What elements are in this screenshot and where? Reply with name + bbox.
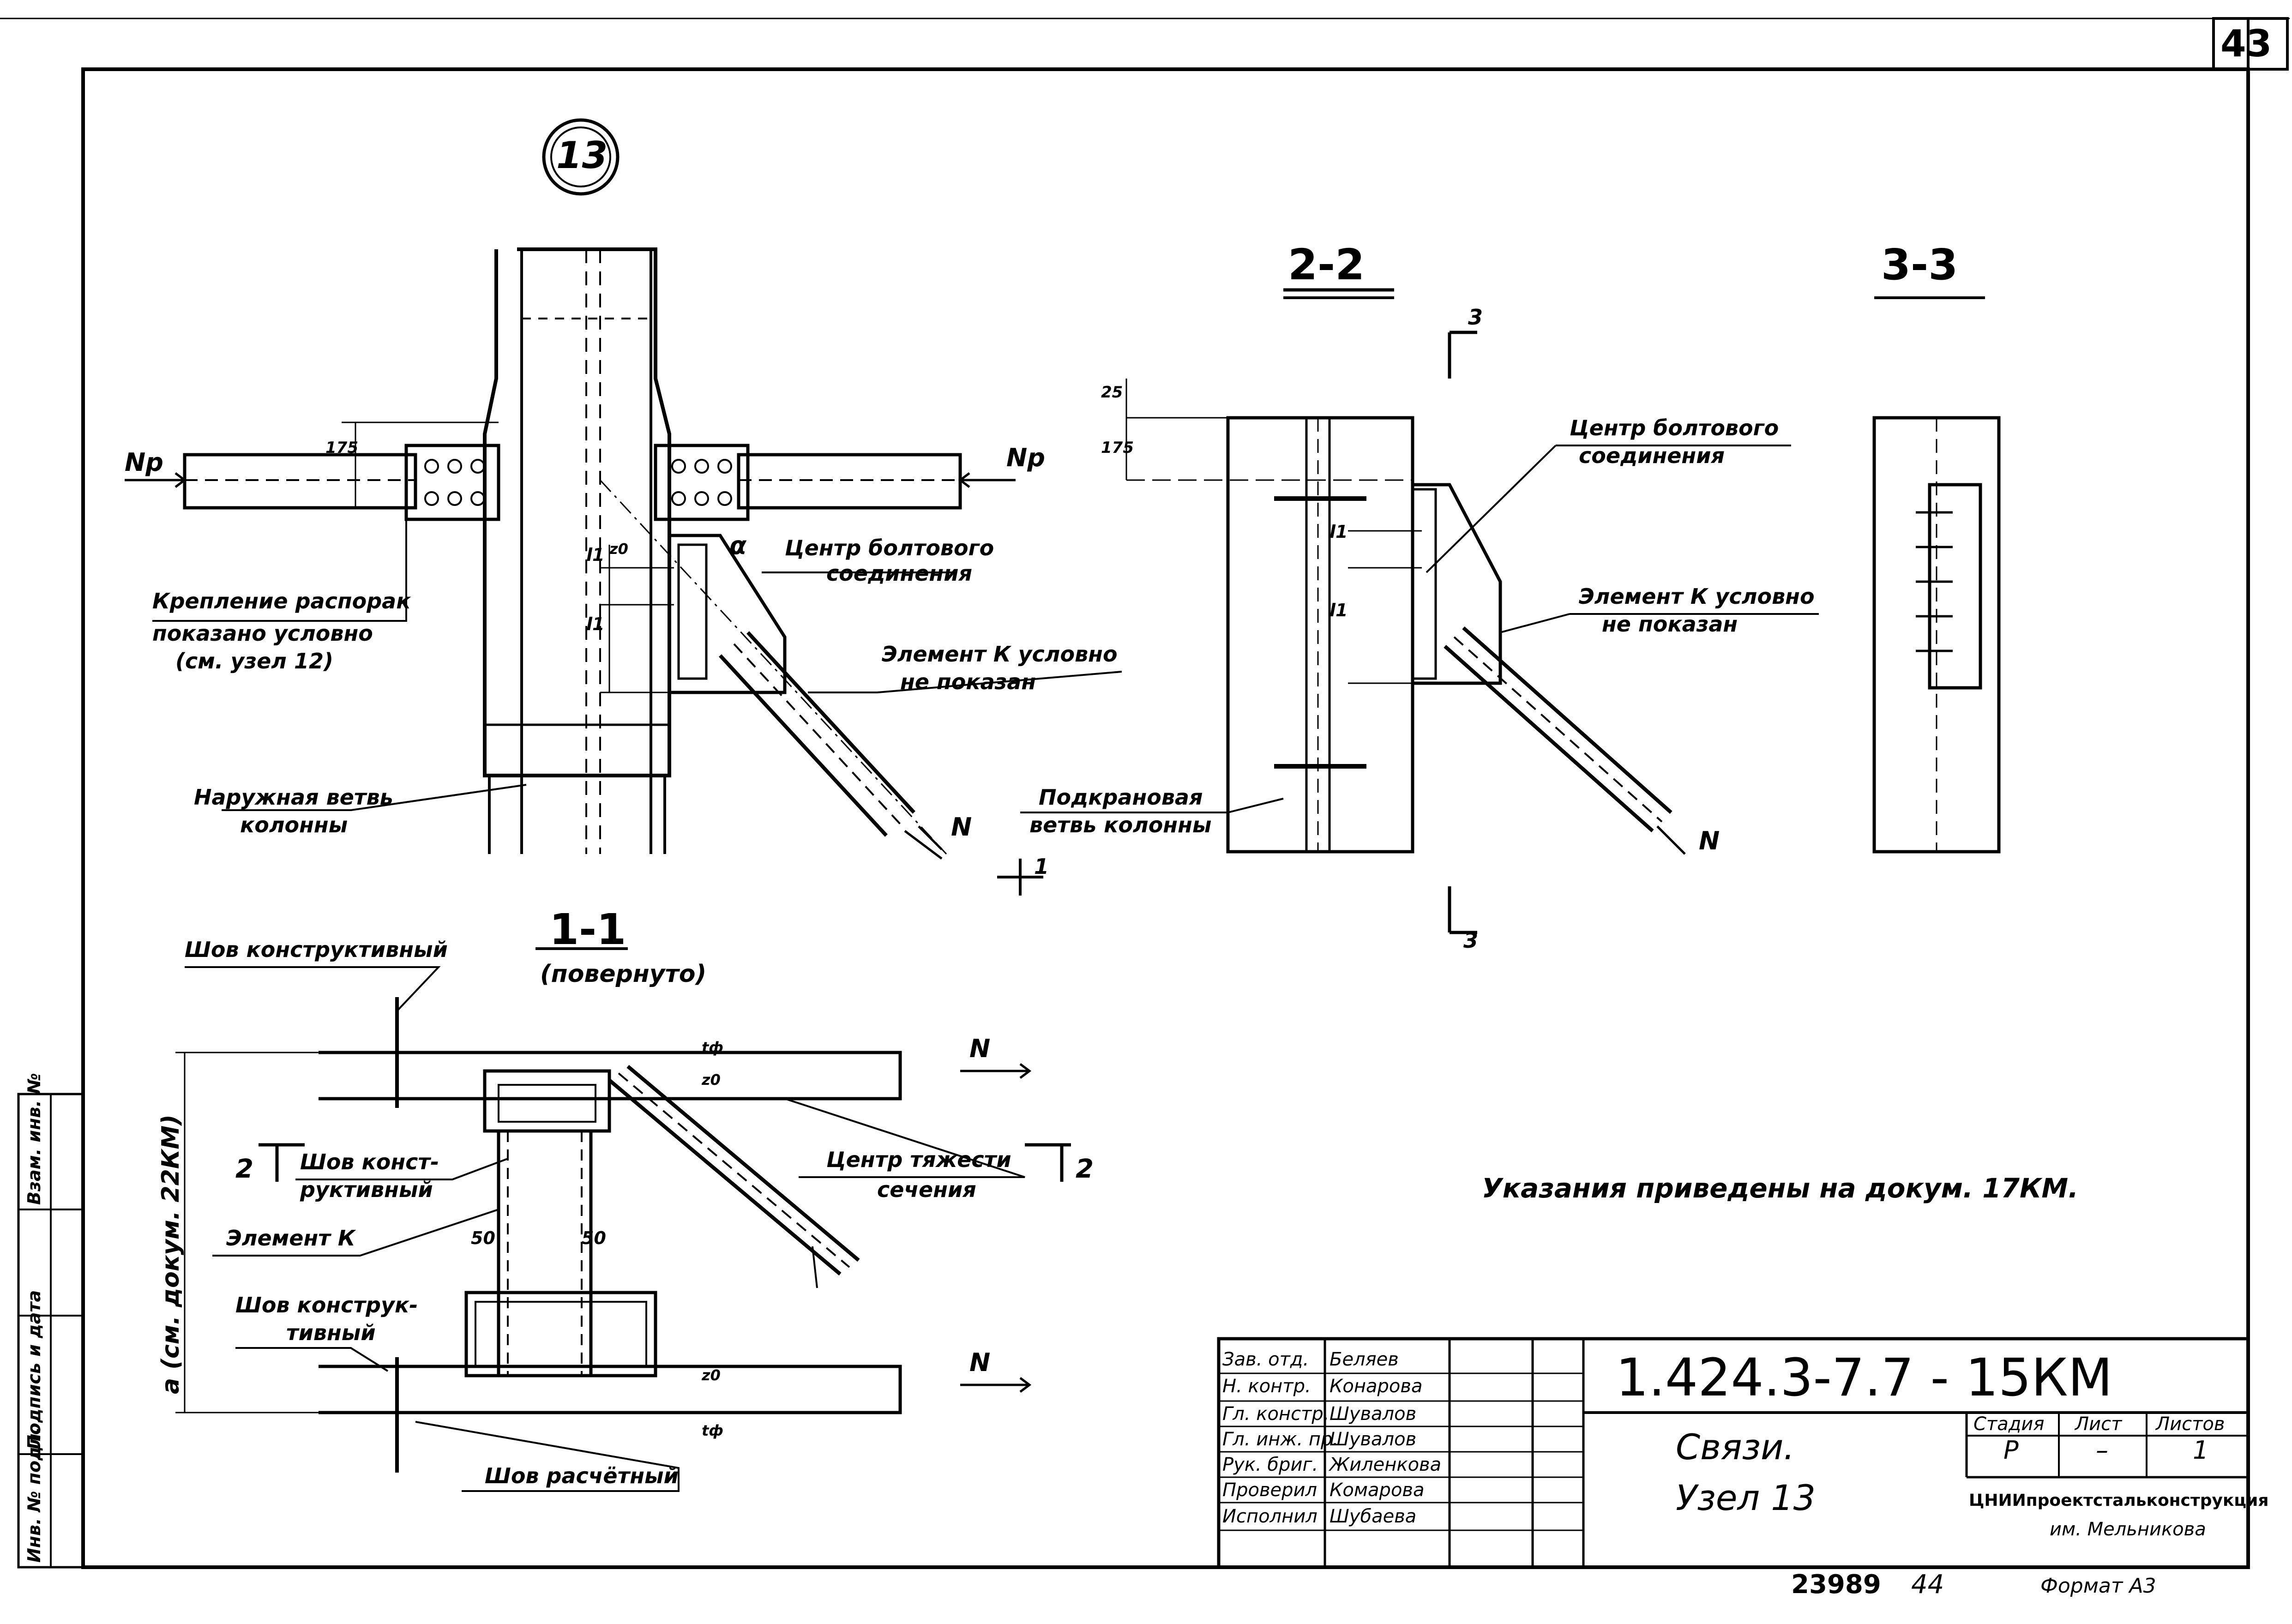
sheet-number-box <box>2212 17 2289 71</box>
dim-z0-a: z0 <box>702 1071 721 1089</box>
tb-name-1: Беляев <box>1329 1349 1399 1370</box>
dim-25: 25 <box>1101 383 1123 402</box>
side-sign-date: Подпись и дата <box>24 1290 44 1450</box>
tb-role-3: Гл. констр. <box>1222 1403 1329 1425</box>
label-fastening-3: (см. узел 12) <box>175 649 334 674</box>
tb-role-4: Гл. инж. пр. <box>1222 1429 1339 1450</box>
format-label: Формат А3 <box>2040 1574 2156 1598</box>
label-element-k-2b: не показан <box>1602 612 1738 637</box>
node-number: 13 <box>556 134 608 177</box>
label-weld-constr-3b: тивный <box>286 1320 376 1345</box>
label-bolt-center-2b: соединения <box>1579 443 1725 468</box>
sheet-header: Лист <box>2075 1413 2122 1435</box>
n-label-11-bottom: N <box>969 1348 991 1377</box>
label-element-k-1b: не показан <box>900 669 1036 694</box>
label-element-k: Элемент К <box>226 1226 355 1251</box>
dim-l1-b: l1 <box>586 614 605 634</box>
label-weld-calc: Шов расчётный <box>485 1463 679 1488</box>
label-gravity-center-2: сечения <box>877 1177 976 1202</box>
marker-1: 1 <box>1034 854 1049 879</box>
label-bolt-center-1: Центр болтового <box>785 535 994 560</box>
doc-title-1: Связи. <box>1676 1426 1795 1468</box>
stage-header: Стадия <box>1973 1413 2045 1435</box>
n-label-main: N <box>951 812 972 842</box>
instructions-note: Указания приведены на докум. 17КМ. <box>1482 1173 2079 1204</box>
section-1-1-note: (повернуто) <box>540 960 707 988</box>
doc-title-2: Узел 13 <box>1676 1477 1816 1518</box>
dim-l1-c: l1 <box>1329 522 1348 542</box>
tb-name-5: Жиленкова <box>1329 1454 1442 1475</box>
n-label-11-top: N <box>969 1034 991 1063</box>
dim-50-b: 50 <box>582 1228 606 1248</box>
tb-role-1: Зав. отд. <box>1222 1349 1309 1370</box>
page-mark: 44 <box>1911 1570 1944 1600</box>
side-inv-repl: Взам. инв. № <box>24 1073 44 1205</box>
stage-value: Р <box>2003 1436 2019 1465</box>
dim-175-b: 175 <box>1101 439 1134 457</box>
section-3-3-title: 3-3 <box>1881 240 1958 289</box>
marker-3-top: 3 <box>1468 305 1483 330</box>
np-left-label: Np <box>125 448 163 477</box>
label-element-k-2: Элемент К условно <box>1579 584 1815 609</box>
title-block <box>1217 1337 2250 1569</box>
inv-number: 23989 <box>1791 1570 1881 1600</box>
tb-name-2: Конарова <box>1329 1376 1423 1397</box>
dim-l1-a: l1 <box>586 545 605 565</box>
sheets-header: Листов <box>2156 1413 2225 1435</box>
label-bolt-center-1b: соединения <box>826 561 972 586</box>
sheets-value: 1 <box>2193 1436 2209 1465</box>
tb-role-2: Н. контр. <box>1222 1376 1311 1397</box>
dim-l1-d: l1 <box>1329 600 1348 620</box>
tb-name-4: Шувалов <box>1329 1429 1417 1450</box>
tb-role-7: Исполнил <box>1222 1506 1317 1527</box>
tb-name-7: Шубаева <box>1329 1506 1417 1527</box>
label-weld-constr-2b: руктивный <box>300 1177 433 1202</box>
label-outer-branch-2: колонны <box>240 812 348 837</box>
sheet-number: 43 <box>2220 22 2272 65</box>
label-weld-constr-3a: Шов конструк- <box>235 1293 418 1317</box>
org-subname: им. Мельникова <box>2050 1519 2206 1540</box>
label-gravity-center-1: Центр тяжести <box>826 1147 1011 1172</box>
dim-z0-b: z0 <box>702 1366 721 1384</box>
label-fastening-1: Крепление распорак <box>152 589 411 614</box>
org-name: ЦНИИпроектстальконструкция <box>1969 1491 2269 1510</box>
section-1-1-title: 1-1 <box>549 905 626 954</box>
np-right-label: Np <box>1006 443 1045 472</box>
label-bolt-center-2: Центр болтового <box>1570 415 1779 440</box>
section-2-2-title: 2-2 <box>1288 240 1365 289</box>
dim-tf-a: tф <box>702 1039 724 1056</box>
doc-code: 1.424.3-7.7 - 15КМ <box>1616 1348 2113 1408</box>
sheet-value: – <box>2096 1436 2108 1465</box>
tb-name-3: Шувалов <box>1329 1403 1417 1425</box>
dim-z0-c: z0 <box>609 540 628 558</box>
tb-name-6: Комарова <box>1329 1480 1425 1501</box>
label-weld-constr-2a: Шов конст- <box>300 1149 439 1174</box>
label-fastening-2: показано условно <box>152 621 373 646</box>
n-label-22: N <box>1699 826 1720 855</box>
label-weld-constr-1: Шов конструктивный <box>185 937 448 962</box>
tb-role-6: Проверил <box>1222 1480 1317 1501</box>
label-outer-branch-1: Наружная ветвь <box>194 785 393 810</box>
label-element-k-1: Элемент К условно <box>882 642 1118 667</box>
label-dim-a: a (см. докум. 22КМ) <box>157 1114 185 1394</box>
marker-2-left: 2 <box>235 1154 253 1184</box>
node-circle <box>542 118 620 196</box>
label-crane-branch-1: Подкрановая <box>1039 785 1203 810</box>
alpha-label: α <box>729 531 747 560</box>
marker-3-bottom: 3 <box>1463 928 1479 953</box>
dim-50-a: 50 <box>471 1228 495 1248</box>
label-crane-branch-2: ветвь колонны <box>1029 812 1212 837</box>
dim-tf-b: tф <box>702 1422 724 1439</box>
marker-2-right: 2 <box>1076 1154 1094 1184</box>
sheet-frame <box>81 67 2250 1569</box>
tb-role-5: Рук. бриг. <box>1222 1454 1318 1475</box>
dim-175-a: 175 <box>325 439 358 457</box>
